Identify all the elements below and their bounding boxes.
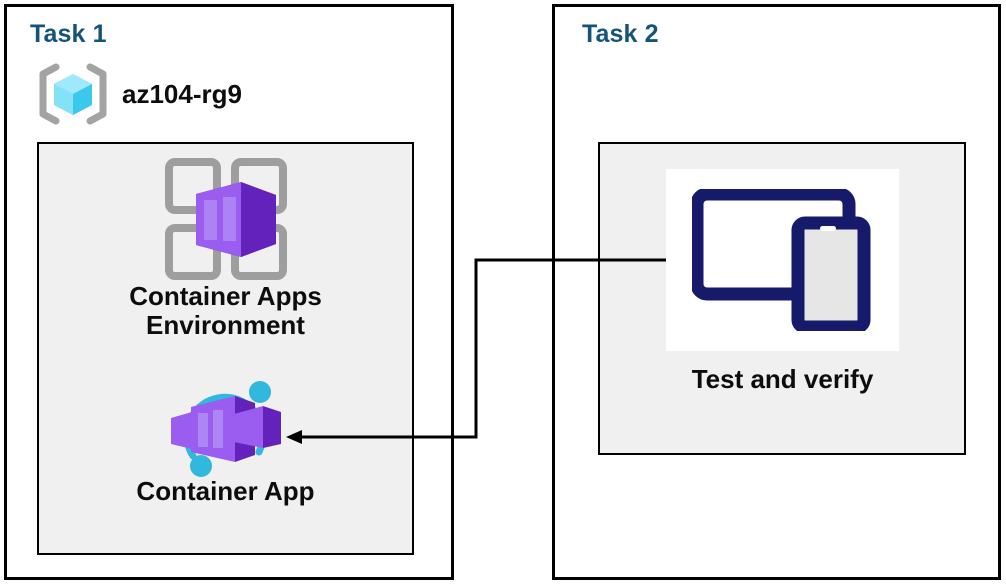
test-and-verify-label: Test and verify [691, 364, 874, 394]
container-app-icon [163, 374, 289, 477]
devices-test-icon [691, 189, 874, 331]
container-app-label: Container App [136, 476, 315, 506]
container-apps-environment-icon [163, 156, 289, 282]
task-1-title: Task 1 [30, 20, 107, 48]
resource-group-label: az104-rg9 [122, 78, 242, 109]
azure-resource-group-icon [36, 63, 110, 125]
resource-group-row: az104-rg9 [36, 63, 242, 125]
test-and-verify-node: Test and verify [640, 169, 925, 394]
container-app-node: Container App [57, 374, 394, 506]
test-icon-backdrop [666, 169, 899, 351]
task-2-title: Task 2 [582, 20, 659, 48]
container-apps-environment-node: Container Apps Environment [57, 156, 394, 340]
container-apps-environment-label: Container Apps Environment [129, 281, 322, 341]
